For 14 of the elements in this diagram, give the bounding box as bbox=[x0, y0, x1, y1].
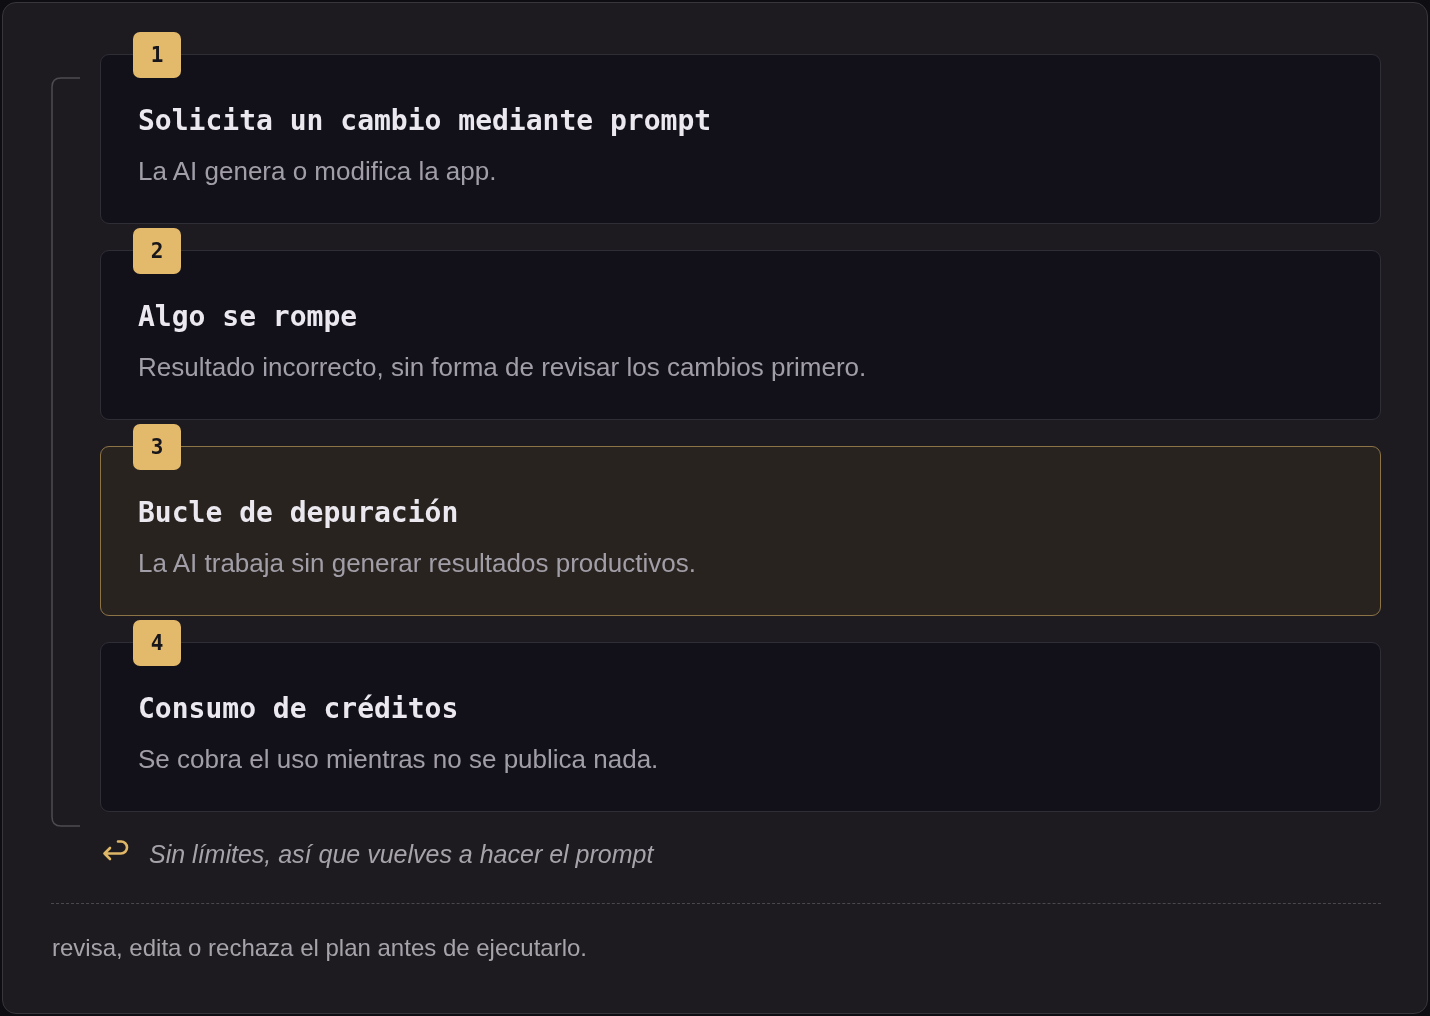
step-number: 4 bbox=[133, 620, 181, 666]
step-description: Resultado incorrecto, sin forma de revisar los cambios primero. bbox=[138, 351, 867, 383]
step-number: 1 bbox=[133, 32, 181, 78]
footer-note: revisa, edita o rechaza el plan antes de ejecutarlo. bbox=[52, 933, 587, 963]
step-number: 3 bbox=[133, 424, 181, 470]
step-title: Algo se rompe bbox=[138, 300, 358, 334]
step-description: La AI genera o modifica la app. bbox=[138, 155, 497, 187]
loop-note: Sin límites, así que vuelves a hacer el prompt bbox=[149, 839, 654, 870]
step-description: La AI trabaja sin generar resultados productivos. bbox=[138, 547, 696, 579]
step-number: 2 bbox=[133, 228, 181, 274]
step-title: Solicita un cambio mediante prompt bbox=[138, 104, 712, 138]
step-title: Bucle de depuración bbox=[138, 496, 459, 530]
step-title: Consumo de créditos bbox=[138, 692, 459, 726]
step-description: Se cobra el uso mientras no se publica nada. bbox=[138, 743, 659, 775]
